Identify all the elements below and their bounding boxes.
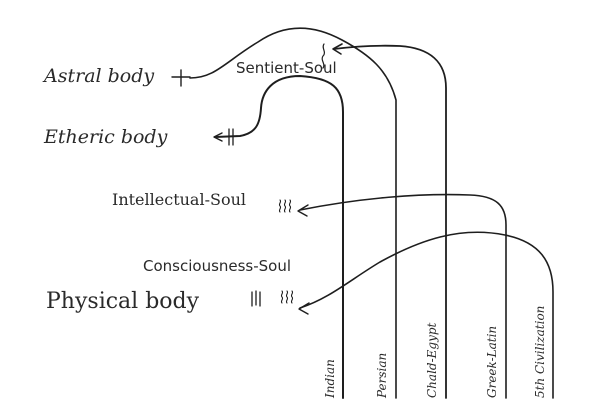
line-fifth-to-consciousness <box>299 231 554 399</box>
label-sentient-soul: Sentient-Soul <box>236 59 337 77</box>
astral-body-mark <box>171 69 191 87</box>
civ-label-persian: Persian <box>375 353 389 399</box>
civ-label-5th-civilization: 5th Civilization <box>533 306 547 398</box>
civ-label-indian: Indian <box>323 359 337 399</box>
consciousness-squiggles <box>280 290 294 304</box>
consciousness-arrowhead <box>298 302 310 315</box>
sentient-squiggle <box>321 43 326 69</box>
label-astral-body: Astral body <box>42 65 154 87</box>
line-greeklatin-to-intellectual <box>299 193 507 399</box>
sentient-arrowhead <box>332 43 343 55</box>
label-intellectual-soul: Intellectual-Soul <box>112 190 246 209</box>
line-chaldegypt-to-sentient <box>333 44 447 399</box>
label-consciousness-soul: Consciousness-Soul <box>143 257 291 275</box>
intellectual-arrowhead <box>297 204 309 217</box>
label-etheric-body: Etheric body <box>43 126 168 148</box>
intellectual-squiggles <box>278 199 292 213</box>
etheric-arrowhead <box>213 132 223 142</box>
civ-label-chald-egypt: Chald-Egypt <box>425 322 439 398</box>
physical-body-ticks <box>251 290 261 307</box>
etheric-ticks <box>228 128 234 146</box>
line-astral-to-persian <box>189 27 397 399</box>
label-physical-body: Physical body <box>46 289 200 314</box>
civ-label-greek-latin: Greek-Latin <box>485 326 499 398</box>
line-indian-to-etheric <box>214 75 344 399</box>
